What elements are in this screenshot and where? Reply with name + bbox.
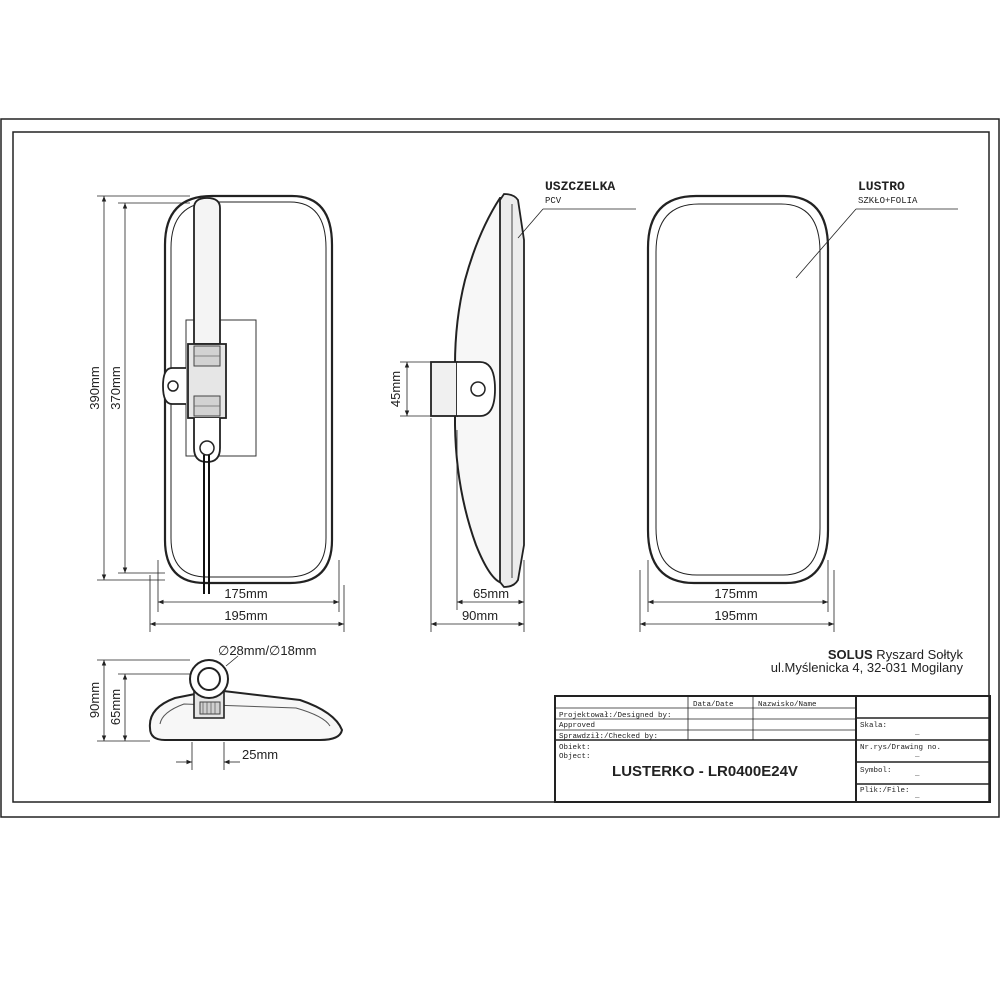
tb-file-value: _ <box>914 792 920 800</box>
seal-callout-title: USZCZELKA <box>545 179 615 194</box>
tb-symbol-label: Symbol: <box>860 767 892 775</box>
tb-scale-value: _ <box>914 729 920 737</box>
company-name-line: SOLUS Ryszard Sołtyk <box>828 647 964 662</box>
dim-front-width-inner: 175mm <box>224 586 267 601</box>
tb-object-pl: Obiekt: <box>559 744 591 752</box>
glass-callout <box>795 208 958 279</box>
top-view-dimensions <box>97 655 240 770</box>
tb-file-label: Plik:/File: <box>860 787 910 795</box>
dim-mirror-width-outer: 195mm <box>714 608 757 623</box>
mounting-arm <box>193 197 221 345</box>
mirror-glass-outer <box>646 194 830 585</box>
tb-scale-label: Skala: <box>860 722 887 730</box>
dim-front-height-outer: 390mm <box>87 366 102 409</box>
dim-side-mount: 45mm <box>388 371 403 407</box>
tb-designed-by: Projektował:/Designed by: <box>559 712 672 720</box>
seal-callout-material: PCV <box>545 196 562 206</box>
top-view <box>148 659 344 741</box>
dim-top-height-outer: 90mm <box>87 682 102 718</box>
front-view-dimensions <box>97 195 345 632</box>
front-view <box>162 194 334 594</box>
tb-checked-by: Sprawdził:/Checked by: <box>559 733 658 741</box>
side-view <box>430 193 525 588</box>
side-view-dimensions <box>400 361 525 632</box>
company-name: SOLUS <box>828 647 873 662</box>
tb-object-name: LUSTERKO - LR0400E24V <box>612 763 798 780</box>
glass-callout-title: LUSTRO <box>858 179 905 194</box>
dim-front-width-outer: 195mm <box>224 608 267 623</box>
tb-drawing-no-label: Nr.rys/Drawing no. <box>860 744 941 752</box>
dim-front-height-inner: 370mm <box>108 366 123 409</box>
dim-side-depth-inner: 65mm <box>473 586 509 601</box>
tb-symbol-value: _ <box>914 770 920 778</box>
cable-gland <box>199 440 215 456</box>
tb-approved: Approved <box>559 722 595 730</box>
title-block <box>554 695 991 803</box>
tb-col-name: Nazwisko/Name <box>758 701 817 709</box>
dim-top-diameter: ∅28mm/∅18mm <box>218 643 317 658</box>
mirror-glass-inner <box>655 203 821 576</box>
mirror-housing-outer <box>163 194 334 585</box>
company-owner: Ryszard Sołtyk <box>873 647 964 662</box>
dim-side-depth-outer: 90mm <box>462 608 498 623</box>
tube-inner-ring <box>197 667 221 691</box>
tb-drawing-no-value: _ <box>914 751 920 759</box>
top-housing-profile <box>148 688 344 741</box>
dim-top-height-inner: 65mm <box>108 689 123 725</box>
glass-callout-material: SZKŁO+FOLIA <box>858 196 918 206</box>
mirror-view <box>646 194 830 585</box>
mirror-view-dimensions <box>639 560 835 632</box>
tb-col-date: Data/Date <box>693 701 734 709</box>
ear-hole <box>167 380 179 392</box>
company-address: ul.Myślenicka 4, 32-031 Mogilany <box>771 660 964 675</box>
drawing-frame <box>0 118 1000 818</box>
seal-callout <box>517 208 636 239</box>
dim-top-offset: 25mm <box>242 747 278 762</box>
tb-object-en: Object: <box>559 753 591 761</box>
side-mount-tube <box>430 361 458 417</box>
dim-mirror-width-inner: 175mm <box>714 586 757 601</box>
